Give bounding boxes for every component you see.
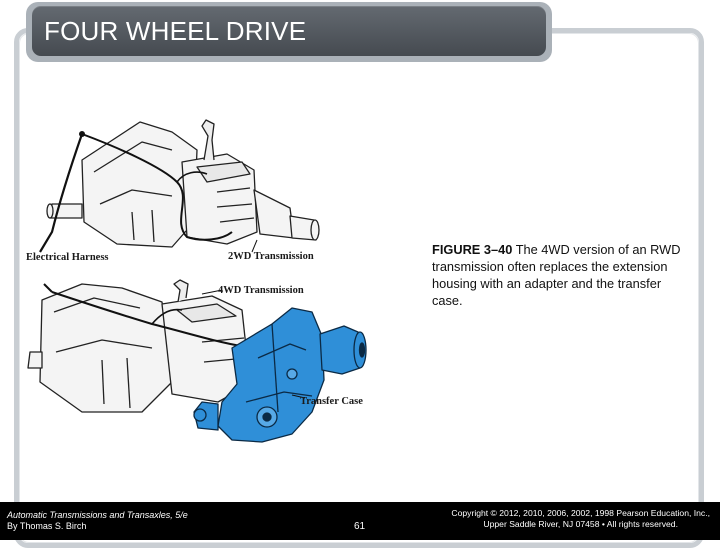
copyright-notice: Copyright © 2012, 2010, 2006, 2002, 1998…: [451, 508, 710, 530]
copyright-line-2: Upper Saddle River, NJ 07458 • All right…: [483, 519, 678, 529]
footer-book-info: Automatic Transmissions and Transaxles, …: [7, 510, 188, 532]
page-number: 61: [354, 521, 366, 532]
footer-bar: Automatic Transmissions and Transaxles, …: [0, 502, 720, 540]
slide-title: FOUR WHEEL DRIVE: [44, 16, 307, 46]
book-title: Automatic Transmissions and Transaxles, …: [7, 510, 188, 520]
label-2wd-transmission: 2WD Transmission: [228, 251, 314, 262]
caption-text: The 4WD version of an RWD transmission o…: [432, 242, 681, 308]
copyright-line-1: Copyright © 2012, 2010, 2006, 2002, 1998…: [451, 508, 710, 518]
label-electrical-harness: Electrical Harness: [26, 252, 109, 263]
label-4wd-transmission: 4WD Transmission: [218, 285, 304, 296]
label-transfer-case: Transfer Case: [300, 396, 363, 407]
book-author: By Thomas S. Birch: [7, 521, 87, 531]
figure-caption: FIGURE 3–40 The 4WD version of an RWD tr…: [432, 241, 682, 309]
title-tab-inner: [32, 6, 546, 56]
transfer-case-drawing: [193, 307, 367, 443]
transmission-figure: Electrical Harness 2WD Transmission 4WD …: [22, 112, 412, 457]
figure-number: FIGURE 3–40: [432, 242, 513, 257]
four-wd-transmission-drawing: [27, 279, 251, 413]
two-wd-transmission-drawing: [46, 119, 320, 248]
